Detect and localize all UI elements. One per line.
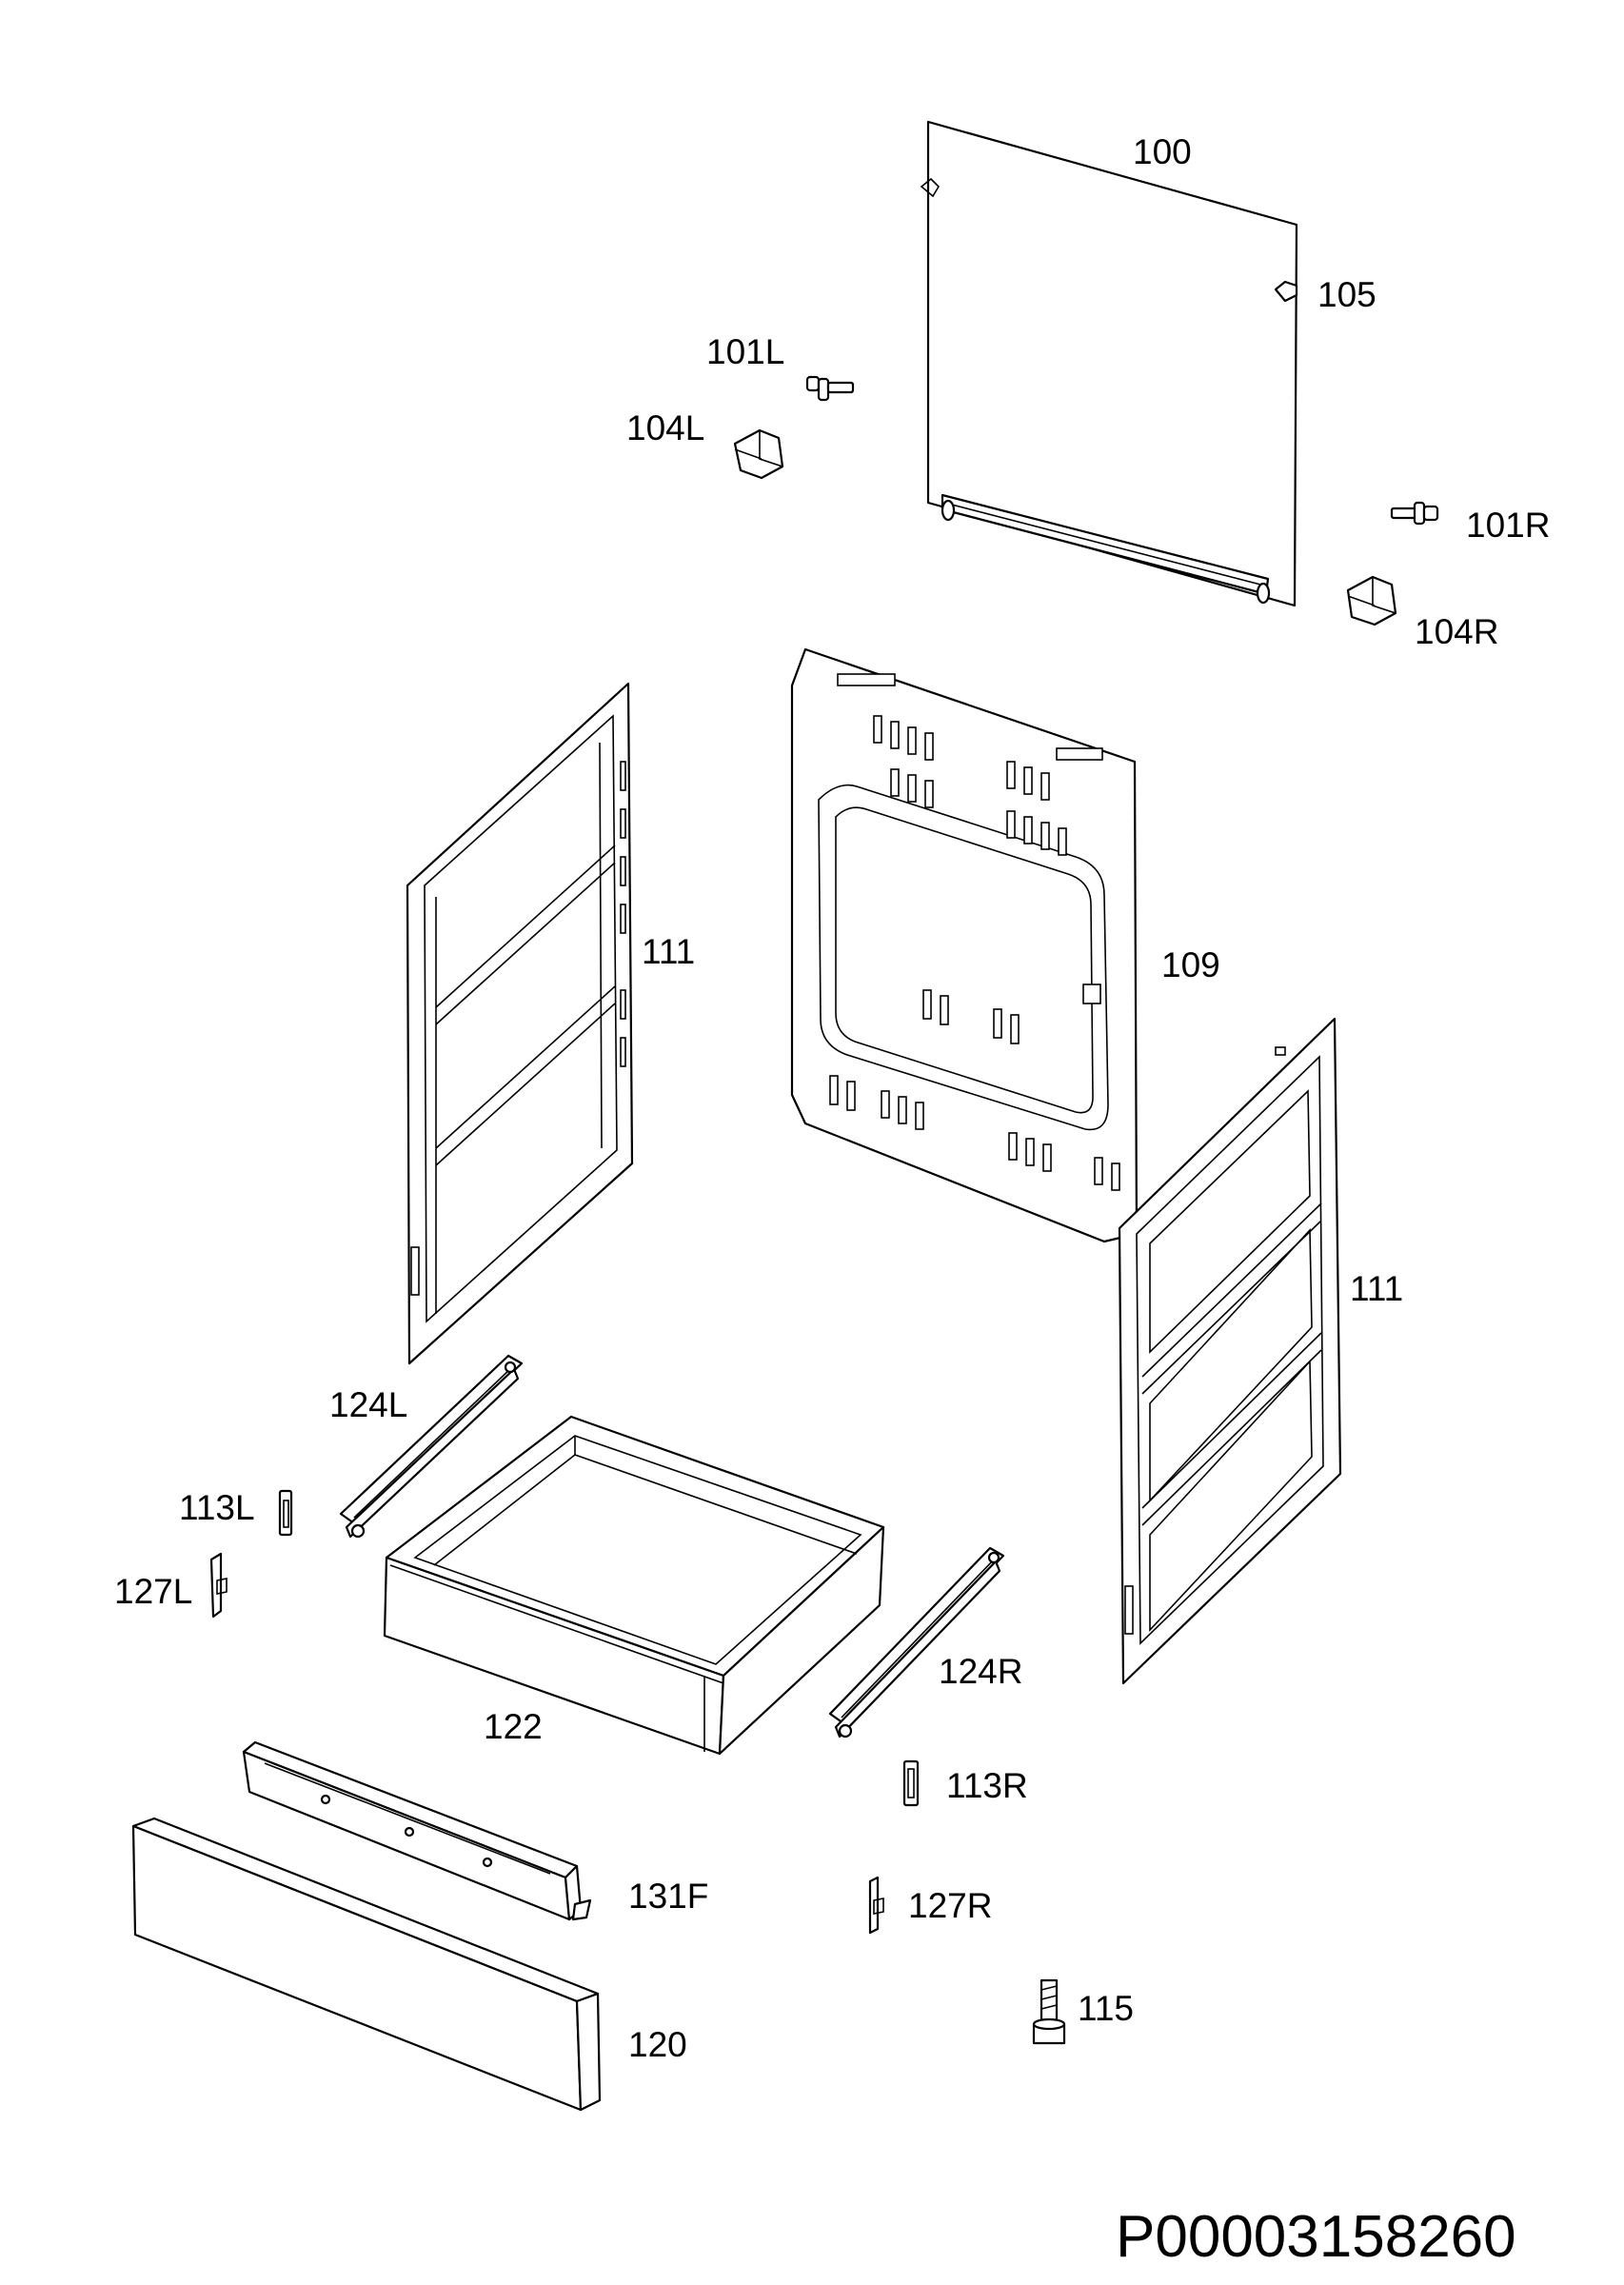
part-104R-hinge-block: [1346, 575, 1397, 626]
vent-slots-top-right: [1006, 761, 1067, 856]
label-101L: 101L: [706, 332, 784, 371]
label-104R: 104R: [1415, 612, 1498, 651]
part-101L-hinge-pin: [805, 375, 855, 402]
label-115: 115: [1078, 1989, 1134, 2028]
label-111-right: 111: [1350, 1269, 1403, 1308]
label-131F: 131F: [628, 1877, 708, 1916]
part-115-adjustable-foot: [1032, 1978, 1066, 2045]
label-120: 120: [628, 2025, 687, 2064]
label-124R: 124R: [939, 1652, 1022, 1691]
label-105: 105: [1317, 275, 1376, 314]
part-100-lid: [920, 120, 1298, 607]
label-127L: 127L: [114, 1572, 192, 1611]
label-127R: 127R: [908, 1886, 992, 1925]
part-120-front-panel: [131, 1817, 602, 2112]
part-127R-right-bracket: [868, 1876, 884, 1935]
part-127L-left-bracket: [209, 1552, 228, 1619]
part-109-back-panel: [790, 647, 1139, 1243]
label-124L: 124L: [329, 1385, 407, 1424]
label-109: 109: [1161, 945, 1220, 984]
label-111-left: 111: [642, 932, 695, 971]
part-labels: 100 105 101L 104L 101R 104R 111 109 111 …: [114, 132, 1550, 2064]
part-105-clip: [1274, 280, 1298, 303]
label-100: 100: [1133, 132, 1192, 171]
part-124R-right-rail: [828, 1546, 1005, 1739]
part-124L-left-rail: [339, 1354, 524, 1539]
vent-slots-top-left: [873, 715, 934, 808]
part-113L-left-guide: [278, 1489, 293, 1537]
part-111-left-side-panel: [406, 682, 634, 1365]
part-104L-hinge-block: [733, 428, 784, 480]
part-122-drawer: [383, 1415, 885, 1756]
part-131F-front-bracket: [242, 1740, 592, 1921]
label-113R: 113R: [946, 1766, 1028, 1805]
label-104L: 104L: [626, 408, 704, 447]
part-101R-hinge-pin: [1390, 501, 1439, 526]
label-113L: 113L: [179, 1488, 255, 1527]
part-113R-right-guide: [902, 1759, 920, 1807]
document-code: P00003158260: [1116, 2204, 1516, 2270]
vent-slots-middle: [922, 984, 1101, 1044]
part-111-right-side-panel: [1118, 1017, 1342, 1685]
vent-slots-bottom: [829, 1075, 1120, 1191]
label-122: 122: [484, 1707, 543, 1746]
label-101R: 101R: [1466, 506, 1550, 545]
